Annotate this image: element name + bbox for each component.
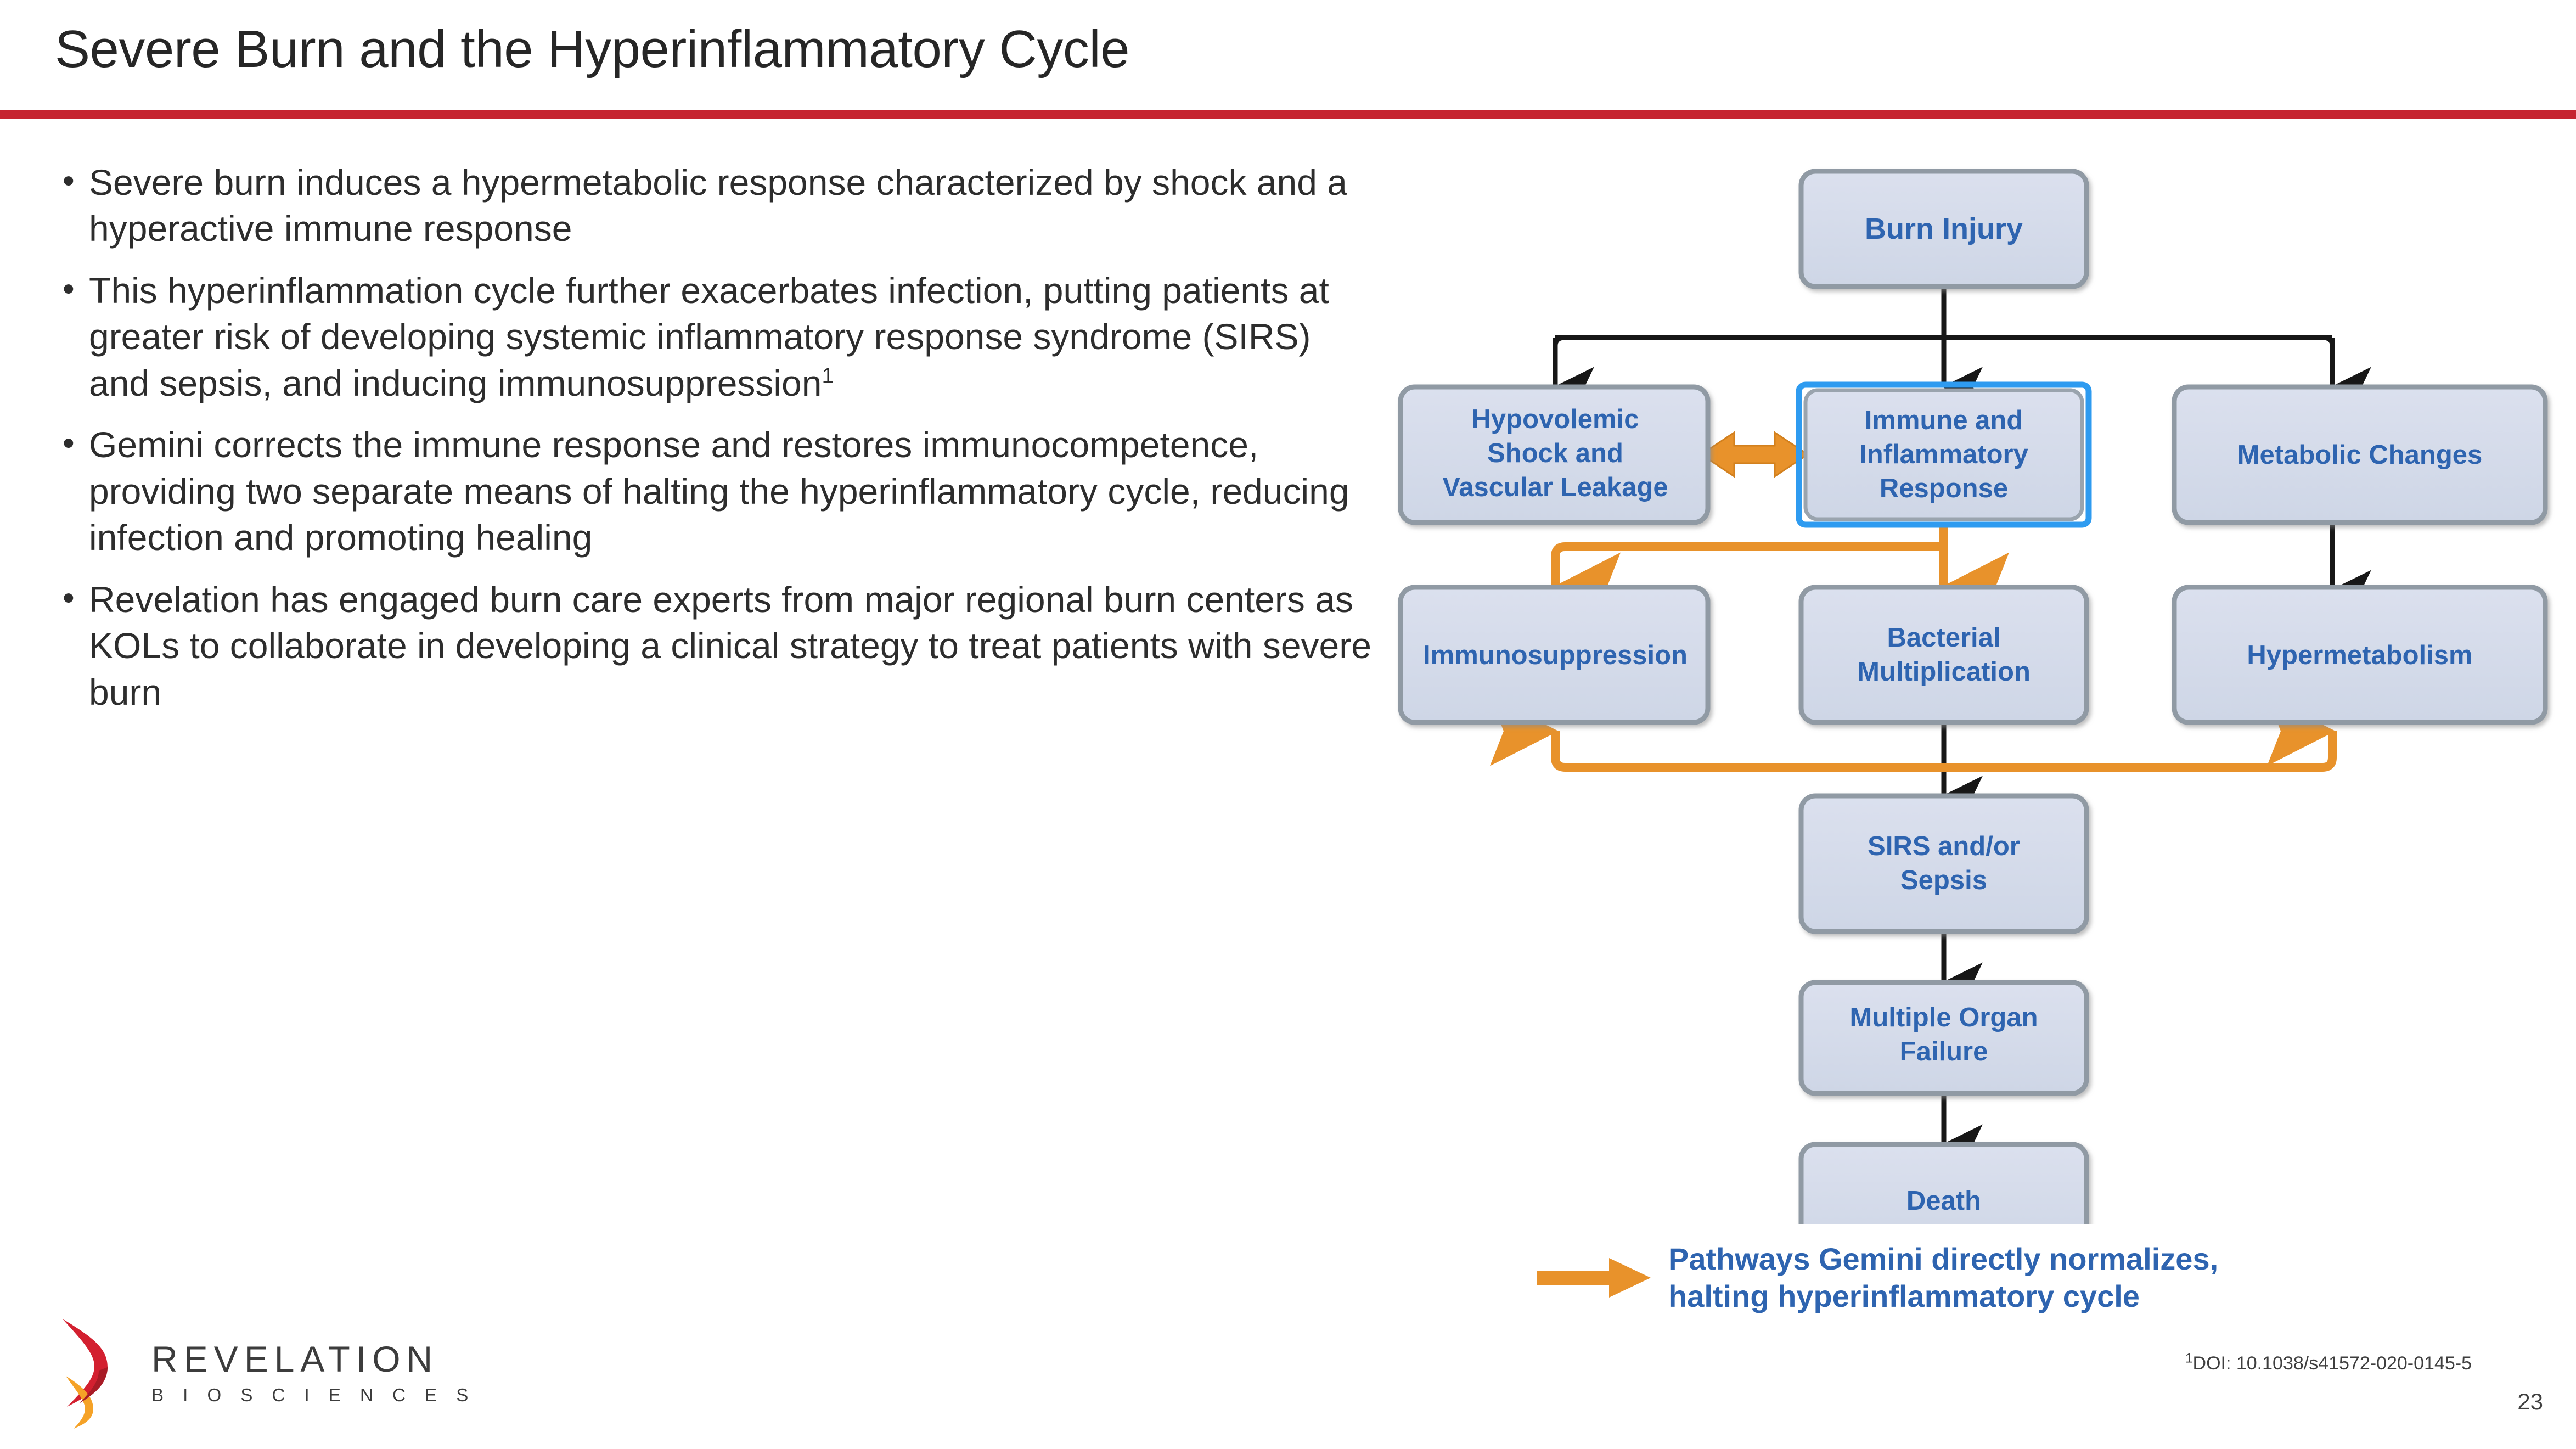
node-hypovolemic-line1: Hypovolemic [1472, 405, 1639, 434]
node-immune-line1: Immune and [1865, 406, 2023, 435]
node-hypermetabolism[interactable]: Hypermetabolism [2172, 585, 2548, 725]
node-death[interactable]: Death [1798, 1142, 2089, 1224]
node-metabolic-label: Metabolic Changes [2237, 440, 2483, 470]
bullet-body: Revelation has engaged burn care experts… [89, 579, 1371, 712]
footnote-text: DOI: 10.1038/s41572-020-0145-5 [2192, 1353, 2472, 1374]
diagram-legend: Pathways Gemini directly normalizes, hal… [1537, 1240, 2360, 1316]
bullet-body: Gemini corrects the immune response and … [89, 424, 1349, 558]
legend-line-1: Pathways Gemini directly normalizes, [1668, 1242, 2219, 1276]
node-mof-line1: Multiple Organ [1850, 1003, 2038, 1032]
bullet-superscript-ref: 1 [822, 363, 834, 388]
node-sirs-sepsis[interactable]: SIRS and/or Sepsis [1798, 793, 2089, 934]
list-item: • Revelation has engaged burn care exper… [55, 576, 1372, 715]
edge-bus-corner-right [2322, 335, 2335, 368]
logo-wordmark: REVELATION B I O S C I E N C E S [151, 1341, 475, 1404]
legend-text: Pathways Gemini directly normalizes, hal… [1668, 1240, 2218, 1316]
edge-bus-corner-left [1553, 335, 1566, 368]
bullet-text-1: Severe burn induces a hypermetabolic res… [89, 159, 1372, 252]
logo-company-name: REVELATION [151, 1338, 439, 1379]
bullet-marker-icon: • [63, 424, 75, 463]
list-item: • This hyperinflammation cycle further e… [55, 267, 1372, 406]
node-hypovolemic-line2: Shock and [1487, 439, 1623, 468]
footnote-superscript: 1 [2185, 1351, 2193, 1366]
bullet-body: Severe burn induces a hypermetabolic res… [89, 162, 1347, 249]
edge-feedback-to-hypermetabolism [1944, 696, 2337, 772]
page-number: 23 [2517, 1389, 2543, 1414]
node-burn-injury[interactable]: Burn Injury [1798, 169, 2089, 289]
node-death-label: Death [1906, 1186, 1981, 1216]
node-bacterial-line1: Bacterial [1887, 623, 2000, 653]
node-immunosuppression-label: Immunosuppression [1423, 641, 1688, 670]
footnote-citation: 1DOI: 10.1038/s41572-020-0145-5 [2185, 1351, 2472, 1374]
logo-company-subtitle: B I O S C I E N C E S [151, 1384, 476, 1405]
node-immune-response[interactable]: Immune and Inflammatory Response [1796, 381, 2092, 528]
list-item: • Severe burn induces a hypermetabolic r… [55, 159, 1372, 252]
node-hypovolemic-shock[interactable]: Hypovolemic Shock and Vascular Leakage [1398, 384, 1711, 525]
edge-immune-to-immunosuppression [1551, 542, 1944, 622]
node-immune-line3: Response [1880, 474, 2008, 503]
bullet-marker-icon: • [63, 269, 75, 308]
bullet-text-2: This hyperinflammation cycle further exa… [89, 267, 1372, 406]
node-immune-line2: Inflammatory [1859, 440, 2028, 469]
node-immunosuppression[interactable]: Immunosuppression [1398, 585, 1711, 725]
node-bacterial-line2: Multiplication [1857, 657, 2031, 687]
bidirectional-arrow-left [1700, 431, 1809, 478]
bullet-text-3: Gemini corrects the immune response and … [89, 422, 1372, 560]
page-title: Severe Burn and the Hyperinflammatory Cy… [55, 20, 1130, 78]
dna-helix-logo-icon [63, 1319, 108, 1429]
node-metabolic-changes[interactable]: Metabolic Changes [2172, 384, 2548, 525]
node-sirs-line1: SIRS and/or [1868, 832, 2020, 861]
bullet-list: • Severe burn induces a hypermetabolic r… [55, 159, 1372, 731]
node-bacterial-multiplication[interactable]: Bacterial Multiplication [1798, 585, 2089, 725]
node-sirs-line2: Sepsis [1900, 866, 1987, 895]
hyperinflammatory-cycle-diagram: Burn Injury Hypovolemic Shock and Vascul… [1372, 148, 2576, 1224]
node-mof-line2: Failure [1900, 1037, 1988, 1066]
list-item: • Gemini corrects the immune response an… [55, 422, 1372, 560]
edge-feedback-to-immunosuppression [1490, 696, 1944, 772]
bullet-marker-icon: • [63, 162, 75, 200]
legend-line-2: halting hyperinflammatory cycle [1668, 1279, 2140, 1314]
company-logo: REVELATION B I O S C I E N C E S [55, 1315, 475, 1430]
bullet-text-4: Revelation has engaged burn care experts… [89, 576, 1372, 715]
node-hypermetabolism-label: Hypermetabolism [2247, 641, 2472, 670]
bullet-body: This hyperinflammation cycle further exa… [89, 269, 1329, 403]
legend-arrow-icon [1537, 1258, 1651, 1298]
node-burn-injury-label: Burn Injury [1865, 212, 2023, 245]
node-multiple-organ-failure[interactable]: Multiple Organ Failure [1798, 980, 2089, 1096]
node-hypovolemic-line3: Vascular Leakage [1442, 473, 1668, 502]
bullet-marker-icon: • [63, 579, 75, 617]
title-divider-rule [0, 110, 2576, 119]
